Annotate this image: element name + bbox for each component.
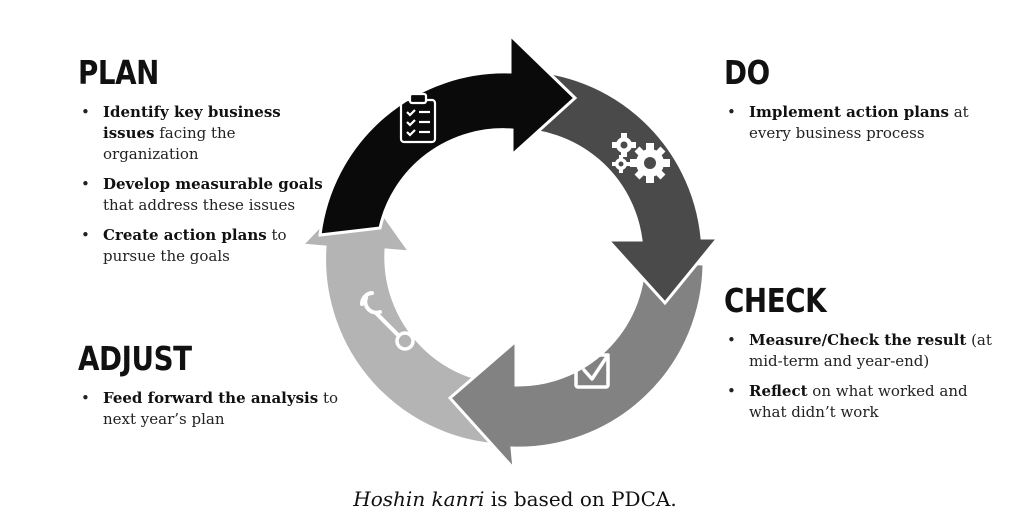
clipboard-icon — [399, 92, 437, 144]
adjust-bullets: Feed forward the analysis to next year’s… — [77, 388, 363, 439]
checkbox-icon — [574, 353, 610, 389]
list-item: Measure/Check the result (at mid-term an… — [727, 330, 1004, 372]
wrench-icon — [359, 291, 415, 351]
check-heading: CHECK — [724, 281, 827, 320]
figure-caption: Hoshin kanri is based on PDCA. — [353, 487, 677, 511]
do-heading: DO — [724, 53, 770, 92]
list-item: Implement action plans at every business… — [727, 102, 981, 144]
do-bullets: Implement action plans at every business… — [723, 102, 981, 153]
plan-heading: PLAN — [78, 53, 159, 92]
check-bullets: Measure/Check the result (at mid-term an… — [723, 330, 1004, 432]
adjust-heading: ADJUST — [78, 339, 192, 378]
plan-arrow — [318, 31, 578, 237]
list-item: Create action plans to pursue the goals — [81, 225, 333, 267]
gears-icon — [612, 133, 670, 183]
list-item: Feed forward the analysis to next year’s… — [81, 388, 363, 430]
do-arrow — [508, 68, 722, 306]
list-item: Identify key business issues facing the … — [81, 102, 333, 165]
check-arrow — [447, 260, 706, 474]
plan-bullets: Identify key business issues facing the … — [77, 102, 333, 276]
list-item: Reflect on what worked and what didn’t w… — [727, 381, 1004, 423]
list-item: Develop measurable goals that address th… — [81, 174, 333, 216]
